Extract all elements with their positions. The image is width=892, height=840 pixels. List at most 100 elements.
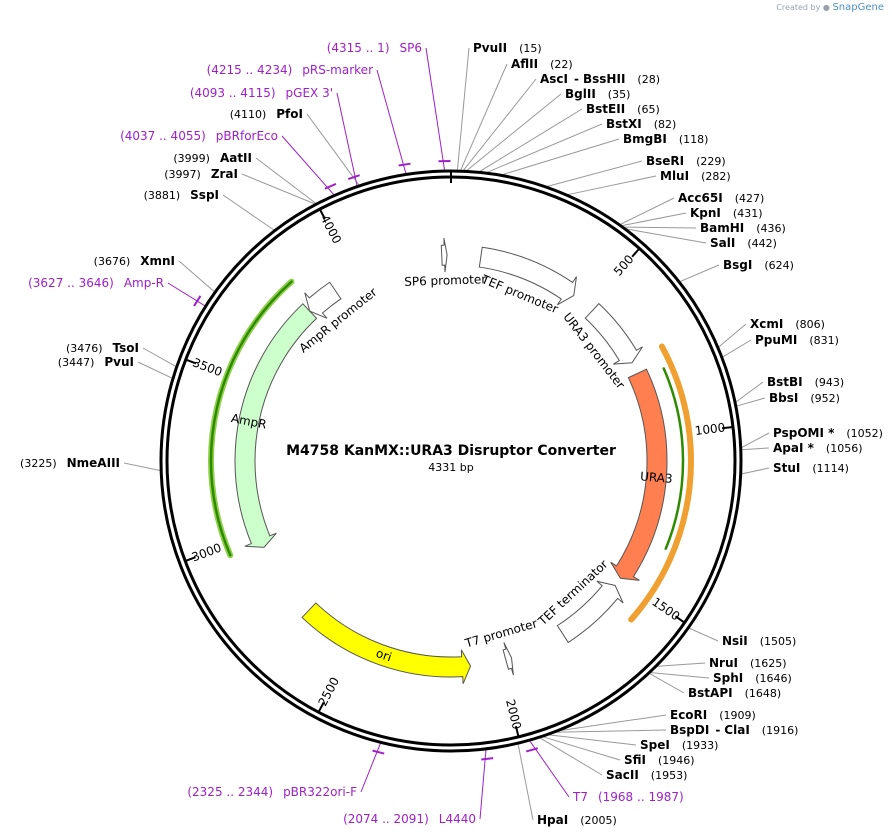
feature-ori[interactable] [301, 602, 472, 684]
enzyme-site-aatii[interactable]: (3999)AatII [173, 151, 252, 165]
enzyme-leader-line [178, 260, 216, 293]
feature-ura3-promoter[interactable] [584, 302, 643, 365]
enzyme-name: BstAPI [688, 686, 733, 700]
enzyme-name: PpuMI [755, 333, 797, 347]
enzyme-name: SpeI [640, 738, 670, 752]
enzyme-position: (65) [637, 103, 660, 116]
enzyme-name: MluI [660, 169, 689, 183]
enzyme-site-bstapi[interactable]: BstAPI(1648) [688, 686, 781, 700]
enzyme-site-bstxi[interactable]: BstXI(82) [606, 117, 676, 131]
enzyme-site-sphi[interactable]: SphI(1646) [713, 671, 792, 685]
enzyme-name: AatII [220, 151, 252, 165]
enzyme-site-aflii[interactable]: AflII(22) [511, 57, 573, 71]
enzyme-site-xmni[interactable]: (3676)XmnI [94, 254, 175, 268]
feature-ura3[interactable] [610, 368, 668, 581]
enzyme-site-bstbi[interactable]: BstBI(943) [767, 375, 844, 389]
enzyme-leader-line [556, 714, 667, 732]
enzyme-position: (1909) [719, 709, 756, 722]
primer-pgex-3[interactable]: (4093 .. 4115)pGEX 3' [190, 86, 333, 100]
enzyme-site-sacii[interactable]: SacII(1953) [606, 768, 687, 782]
tick-label-2000: 2000 [503, 698, 524, 731]
enzyme-site-bsgi[interactable]: BsgI(624) [723, 258, 794, 272]
primer-site-mark [372, 749, 385, 755]
enzyme-position: (1953) [651, 769, 688, 782]
enzyme-name: HpaI [537, 813, 568, 827]
enzyme-site-bspdi[interactable]: BspDI-ClaI(1916) [670, 723, 798, 737]
tick-label-4000: 4000 [318, 213, 345, 247]
enzyme-name: XmnI [140, 254, 175, 268]
enzyme-site-kpni[interactable]: KpnI(431) [690, 206, 763, 220]
tick-mark-1500 [674, 615, 685, 623]
primer-prs-marker[interactable]: (4215 .. 4234)pRS-marker [207, 63, 373, 77]
plasmid-size: 4331 bp [428, 461, 473, 474]
enzyme-site-apai[interactable]: ApaI *(1056) [773, 441, 862, 455]
enzyme-site-ecori[interactable]: EcoRI(1909) [670, 708, 756, 722]
primer-leader-line [479, 748, 487, 820]
primer-name: pBR322ori-F [283, 785, 357, 799]
enzyme-name: TsoI [113, 341, 139, 355]
enzyme-site-tsoi[interactable]: (3476)TsoI [66, 341, 139, 355]
enzyme-site-ppumi[interactable]: PpuMI(831) [755, 333, 839, 347]
enzyme-site-bsteii[interactable]: BstEII(65) [586, 102, 660, 116]
primer-pbrforeco[interactable]: (4037 .. 4055)pBRforEco [120, 129, 278, 143]
enzyme-site-hpai[interactable]: HpaI(2005) [537, 813, 617, 827]
enzyme-name: BglII [565, 87, 596, 101]
tick-mark-3000 [185, 556, 196, 562]
primer-site-mark [324, 182, 337, 190]
tick-mark-2000 [514, 725, 520, 737]
feature-sp6-promoter[interactable] [440, 238, 448, 273]
primer-pbr322ori-f[interactable]: (2325 .. 2344)pBR322ori-F [187, 785, 357, 799]
primer-amp-r[interactable]: (3627 .. 3646)Amp-R [28, 276, 164, 290]
feature-ampr-promoter[interactable] [304, 281, 342, 319]
enzyme-site-asci[interactable]: AscI-BssHII(28) [540, 72, 660, 86]
primer-range: (4037 .. 4055) [120, 129, 206, 143]
enzyme-position: (1916) [762, 724, 799, 737]
enzyme-site-nsii[interactable]: NsiI(1505) [722, 634, 796, 648]
enzyme-position: (1056) [826, 442, 863, 455]
enzyme-site-sfii[interactable]: SfiI(1946) [624, 753, 695, 767]
enzyme-site-bglii[interactable]: BglII(35) [565, 87, 630, 101]
enzyme-site-sali[interactable]: SalI(442) [710, 236, 777, 250]
enzyme-position: (952) [810, 392, 840, 405]
enzyme-position: (15) [519, 42, 542, 55]
enzyme-site-pvuii[interactable]: PvuII(15) [473, 41, 542, 55]
enzyme-leader-line [566, 175, 657, 196]
enzyme-site-bamhi[interactable]: BamHI(436) [700, 221, 786, 235]
enzyme-site-sspi[interactable]: (3881)SspI [144, 188, 219, 202]
feature-tef-promoter[interactable] [478, 246, 577, 306]
enzyme-site-zrai[interactable]: (3997)ZraI [164, 167, 238, 181]
feature-ampr[interactable] [234, 303, 318, 548]
enzyme-position: (1646) [755, 672, 792, 685]
enzyme-site-stui[interactable]: StuI(1114) [773, 461, 849, 475]
enzyme-site-bbsi[interactable]: BbsI(952) [769, 391, 840, 405]
enzyme-name: AscI [540, 72, 568, 86]
enzyme-site-pfoi[interactable]: (4110)PfoI [230, 107, 303, 121]
enzyme-leader-line [649, 671, 710, 679]
enzyme-leader-line [478, 108, 583, 173]
enzyme-position: (1114) [812, 462, 849, 475]
enzyme-site-pvui[interactable]: (3447)PvuI [58, 355, 134, 369]
enzyme-position: (436) [756, 222, 786, 235]
enzyme-site-mlui[interactable]: MluI(282) [660, 169, 731, 183]
enzyme-name: BseRI [646, 154, 684, 168]
enzyme-site-nrui[interactable]: NruI(1625) [709, 656, 787, 670]
tick-mark-500 [631, 248, 640, 258]
primer-l4440[interactable]: (2074 .. 2091)L4440 [343, 812, 476, 826]
feature-t7-promoter[interactable] [502, 642, 514, 676]
feature-label-t7-promoter: T7 promoter [463, 616, 539, 651]
enzyme-site-pspomi[interactable]: PspOMI *(1052) [773, 426, 883, 440]
primer-sp6[interactable]: (4315 .. 1)SP6 [327, 41, 422, 55]
enzyme-site-nmeaiii[interactable]: (3225)NmeAIII [20, 456, 120, 470]
enzyme-site-bseri[interactable]: BseRI(229) [646, 154, 726, 168]
enzyme-site-bmgbi[interactable]: BmgBI(118) [623, 132, 708, 146]
enzyme-name: PspOMI * [773, 426, 835, 440]
enzyme-site-acc65i[interactable]: Acc65I(427) [678, 191, 764, 205]
enzyme-site-spei[interactable]: SpeI(1933) [640, 738, 718, 752]
enzyme-leader-line [546, 734, 637, 746]
orf-arc [209, 280, 293, 557]
feature-tef-terminator[interactable] [556, 580, 624, 644]
primer-t7[interactable]: T7(1968 .. 1987) [572, 790, 684, 804]
feature-label-sp6-promoter: SP6 promoter [404, 272, 486, 289]
enzyme-site-xcmi[interactable]: XcmI(806) [750, 317, 825, 331]
enzyme-name: BstXI [606, 117, 642, 131]
